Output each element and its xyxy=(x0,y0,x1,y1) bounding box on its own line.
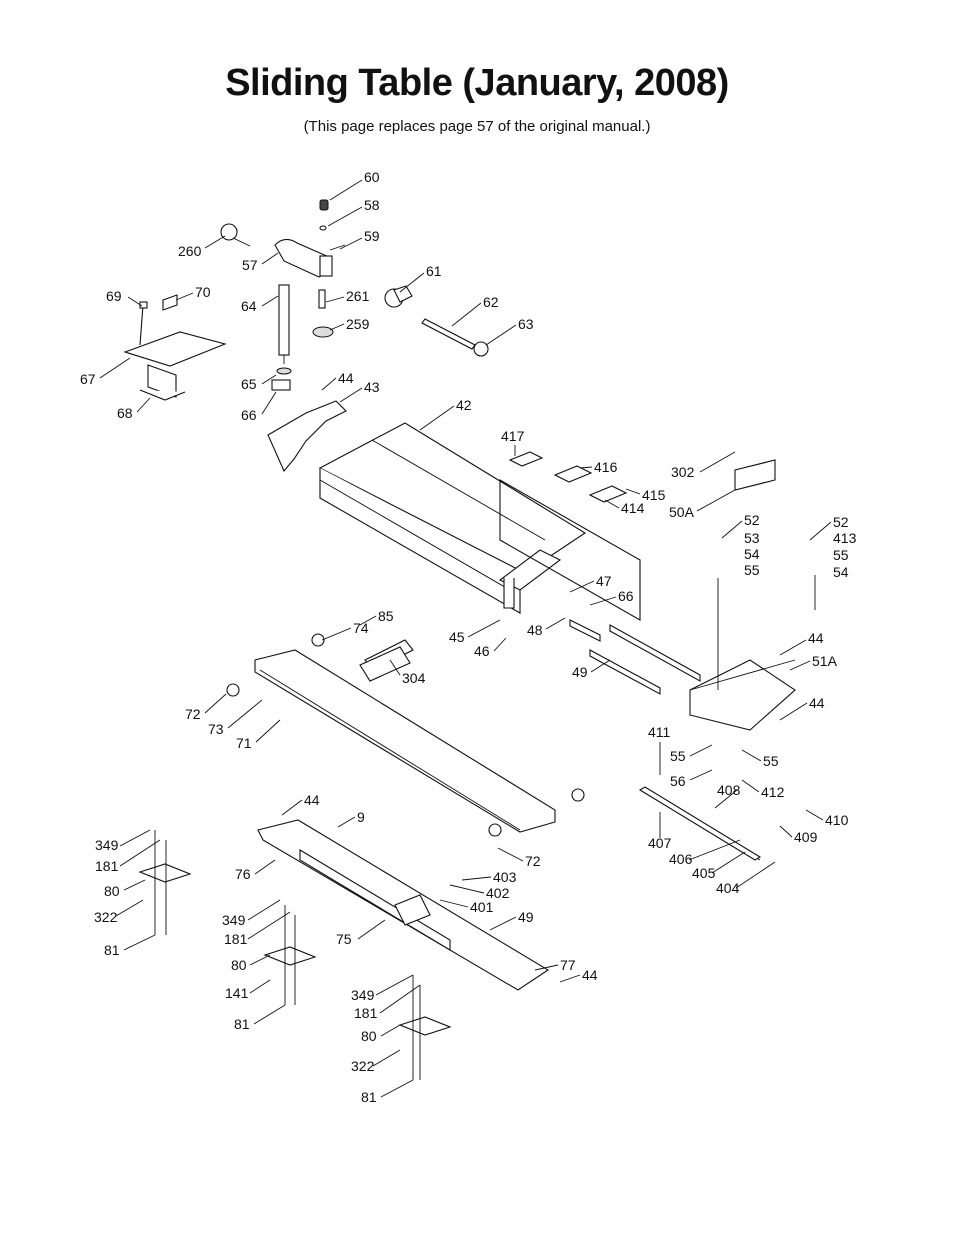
part-label: 62 xyxy=(483,294,499,310)
part-label: 141 xyxy=(225,985,249,1001)
part-label: 81 xyxy=(361,1089,377,1105)
part-label: 302 xyxy=(671,464,695,480)
part-label: 64 xyxy=(241,298,257,314)
part-label: 181 xyxy=(354,1005,378,1021)
part-label: 80 xyxy=(361,1028,377,1044)
part-label: 61 xyxy=(426,263,442,279)
part-label: 42 xyxy=(456,397,472,413)
part-label: 414 xyxy=(621,500,645,516)
part-label: 48 xyxy=(527,622,543,638)
part-label: 401 xyxy=(470,899,494,915)
part-label: 403 xyxy=(493,869,517,885)
part-label: 46 xyxy=(474,643,490,659)
part-label: 58 xyxy=(364,197,380,213)
part-label: 55 xyxy=(763,753,779,769)
part-label: 413 xyxy=(833,530,857,546)
part-label: 51A xyxy=(812,653,838,669)
part-label: 259 xyxy=(346,316,370,332)
part-label: 67 xyxy=(80,371,96,387)
part-label: 44 xyxy=(582,967,598,983)
part-label: 81 xyxy=(104,942,120,958)
part-label: 85 xyxy=(378,608,394,624)
part-label: 412 xyxy=(761,784,785,800)
part-label: 402 xyxy=(486,885,510,901)
part-label: 66 xyxy=(618,588,634,604)
part-label: 181 xyxy=(224,931,248,947)
rails-drawing xyxy=(226,619,762,861)
part-label: 63 xyxy=(518,316,534,332)
part-label: 54 xyxy=(833,564,849,580)
page-subtitle: (This page replaces page 57 of the origi… xyxy=(303,118,651,135)
part-label: 349 xyxy=(351,987,375,1003)
part-label: 68 xyxy=(117,405,133,421)
part-label: 406 xyxy=(669,851,693,867)
part-label: 405 xyxy=(692,865,716,881)
part-label: 53 xyxy=(744,530,760,546)
part-label: 52 xyxy=(744,512,760,528)
part-label: 416 xyxy=(594,459,618,475)
part-label: 75 xyxy=(336,931,352,947)
part-label: 43 xyxy=(364,379,380,395)
part-label: 57 xyxy=(242,257,258,273)
part-label: 349 xyxy=(95,837,119,853)
part-label: 65 xyxy=(241,376,257,392)
lower-support-drawing xyxy=(138,646,550,1080)
part-label: 304 xyxy=(402,670,426,686)
part-label: 55 xyxy=(744,562,760,578)
part-label: 44 xyxy=(809,695,825,711)
part-label: 81 xyxy=(234,1016,250,1032)
part-label: 54 xyxy=(744,546,760,562)
part-label: 80 xyxy=(104,883,120,899)
part-label: 260 xyxy=(178,243,202,259)
part-label: 411 xyxy=(648,724,671,740)
part-label: 322 xyxy=(94,909,118,925)
part-label: 322 xyxy=(351,1058,375,1074)
part-label: 407 xyxy=(648,835,672,851)
part-label: 349 xyxy=(222,912,246,928)
part-label: 404 xyxy=(716,880,740,896)
lever-assembly-drawing xyxy=(220,199,489,391)
part-label: 49 xyxy=(572,664,588,680)
part-label: 72 xyxy=(185,706,201,722)
part-label: 55 xyxy=(670,748,686,764)
part-label: 9 xyxy=(357,809,365,825)
part-label: 44 xyxy=(808,630,824,646)
part-label: 44 xyxy=(304,792,320,808)
part-label: 47 xyxy=(596,573,612,589)
part-label: 261 xyxy=(346,288,370,304)
part-label: 71 xyxy=(236,735,252,751)
part-label: 70 xyxy=(195,284,211,300)
part-label: 72 xyxy=(525,853,541,869)
part-label: 80 xyxy=(231,957,247,973)
part-label: 45 xyxy=(449,629,465,645)
left-bracket-drawing xyxy=(123,294,227,401)
part-label: 74 xyxy=(353,620,369,636)
part-label: 417 xyxy=(501,428,525,444)
page-title: Sliding Table (January, 2008) xyxy=(225,62,729,104)
part-labels: 60 58 260 59 57 61 69 70 261 64 62 259 6… xyxy=(80,169,857,1105)
part-label: 409 xyxy=(794,829,818,845)
sliding-table-drawing xyxy=(267,400,816,731)
part-label: 76 xyxy=(235,866,251,882)
part-label: 50A xyxy=(669,504,695,520)
part-label: 181 xyxy=(95,858,119,874)
part-label: 59 xyxy=(364,228,380,244)
part-label: 408 xyxy=(717,782,741,798)
part-label: 69 xyxy=(106,288,122,304)
leader-lines xyxy=(99,179,832,1098)
part-label: 55 xyxy=(833,547,849,563)
part-label: 49 xyxy=(518,909,534,925)
part-label: 44 xyxy=(338,370,354,386)
part-label: 52 xyxy=(833,514,849,530)
part-label: 415 xyxy=(642,487,666,503)
part-label: 410 xyxy=(825,812,849,828)
part-label: 66 xyxy=(241,407,257,423)
part-label: 77 xyxy=(560,957,576,973)
part-label: 56 xyxy=(670,773,686,789)
part-label: 60 xyxy=(364,169,380,185)
part-label: 73 xyxy=(208,721,224,737)
